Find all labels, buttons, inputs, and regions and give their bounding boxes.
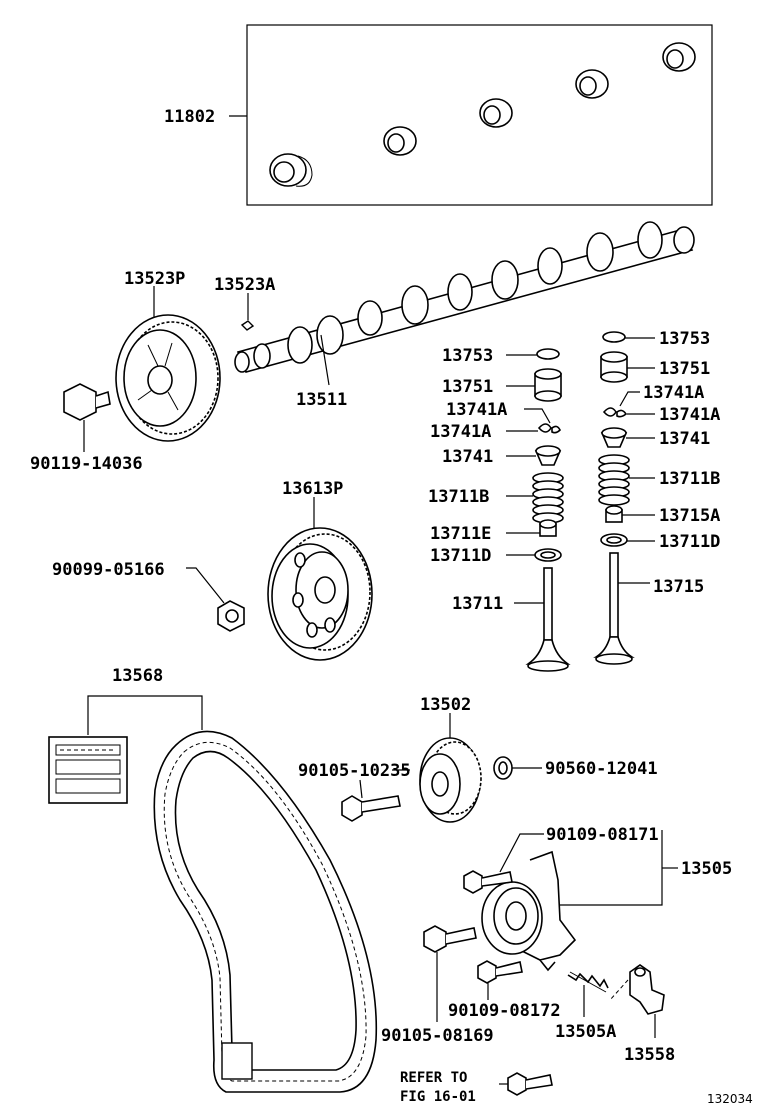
valve-seal-left[interactable] bbox=[539, 519, 557, 537]
label-13741A-left-2: 13741A bbox=[430, 422, 491, 442]
shim-left[interactable] bbox=[536, 348, 560, 360]
label-13505: 13505 bbox=[681, 859, 732, 879]
cam-timing-pulley[interactable] bbox=[115, 314, 221, 442]
label-13711D-left: 13711D bbox=[430, 546, 491, 566]
refer-bolt[interactable] bbox=[507, 1072, 553, 1096]
collar[interactable] bbox=[493, 756, 513, 780]
label-13558: 13558 bbox=[624, 1045, 675, 1065]
label-13741-left: 13741 bbox=[442, 447, 493, 467]
belt-cross-section[interactable] bbox=[48, 736, 128, 804]
label-13715: 13715 bbox=[653, 577, 704, 597]
valve-spring-right[interactable] bbox=[598, 454, 630, 506]
intake-valve[interactable] bbox=[525, 567, 571, 672]
label-13751-left: 13751 bbox=[442, 377, 493, 397]
label-13505A: 13505A bbox=[555, 1022, 616, 1042]
bearing-shell-4[interactable] bbox=[575, 69, 609, 99]
label-90099-05166: 90099-05166 bbox=[52, 560, 165, 580]
timing-belt[interactable] bbox=[153, 730, 378, 1093]
tensioner-spring[interactable] bbox=[567, 971, 609, 993]
label-90105-08169: 90105-08169 bbox=[381, 1026, 494, 1046]
label-90109-08171: 90109-08171 bbox=[546, 825, 659, 845]
label-11802: 11802 bbox=[164, 107, 215, 127]
label-90109-08172: 90109-08172 bbox=[448, 1001, 561, 1021]
pulley-bolt-90105[interactable] bbox=[341, 795, 401, 822]
label-13568: 13568 bbox=[112, 666, 163, 686]
keeper-right[interactable] bbox=[602, 407, 617, 417]
bearing-shell-1[interactable] bbox=[269, 153, 313, 187]
keeper-left[interactable] bbox=[537, 423, 552, 433]
refer-fig-label: FIG 16-01 bbox=[400, 1089, 476, 1105]
label-13711D-right: 13711D bbox=[659, 532, 720, 552]
label-13523P: 13523P bbox=[124, 269, 185, 289]
valve-stack-left bbox=[506, 348, 571, 672]
label-13753-left: 13753 bbox=[442, 346, 493, 366]
refer-to-label: REFER TO bbox=[400, 1070, 467, 1086]
label-13751-right: 13751 bbox=[659, 359, 710, 379]
valve-spring-left[interactable] bbox=[532, 472, 564, 524]
label-13715A: 13715A bbox=[659, 506, 720, 526]
valve-stack-right bbox=[593, 331, 655, 665]
tensioner-assembly[interactable] bbox=[481, 850, 577, 972]
tensioner-bracket[interactable] bbox=[629, 964, 665, 1015]
bearing-set-box bbox=[229, 24, 713, 206]
pulley-nut[interactable] bbox=[217, 600, 245, 632]
label-13711E: 13711E bbox=[430, 524, 491, 544]
camshaft[interactable] bbox=[234, 221, 695, 373]
figure-number: 132034 bbox=[707, 1092, 753, 1106]
lifter-left[interactable] bbox=[534, 368, 562, 402]
tensioner-pulley-13502[interactable] bbox=[419, 737, 482, 823]
label-13741A-right-2: 13741A bbox=[659, 405, 720, 425]
label-90560-12041: 90560-12041 bbox=[545, 759, 658, 779]
valve-seal-right[interactable] bbox=[605, 505, 623, 523]
shim-right[interactable] bbox=[602, 331, 626, 343]
bearing-shell-5[interactable] bbox=[662, 42, 696, 72]
idler-pulley-13613P[interactable] bbox=[267, 527, 373, 661]
bolt-90109-08171[interactable] bbox=[463, 870, 513, 894]
label-90105-10235: 90105-10235 bbox=[298, 761, 411, 781]
label-13741-right: 13741 bbox=[659, 429, 710, 449]
label-13741A-right-1: 13741A bbox=[643, 383, 704, 403]
pulley-key[interactable] bbox=[240, 320, 255, 331]
label-13711: 13711 bbox=[452, 594, 503, 614]
label-13523A: 13523A bbox=[214, 275, 275, 295]
label-13753-right: 13753 bbox=[659, 329, 710, 349]
bolt-90105-08169[interactable] bbox=[423, 925, 477, 953]
lifter-right[interactable] bbox=[600, 351, 628, 383]
label-13502: 13502 bbox=[420, 695, 471, 715]
label-13711B-right: 13711B bbox=[659, 469, 720, 489]
pulley-bolt[interactable] bbox=[63, 383, 111, 421]
label-13613P: 13613P bbox=[282, 479, 343, 499]
label-13511: 13511 bbox=[296, 390, 347, 410]
bolt-90109-08172[interactable] bbox=[477, 960, 523, 984]
label-90119-14036: 90119-14036 bbox=[30, 454, 143, 474]
bearing-shell-3[interactable] bbox=[479, 98, 513, 128]
label-13741A-left-1: 13741A bbox=[446, 400, 507, 420]
label-13711B-left: 13711B bbox=[428, 487, 489, 507]
bearing-shell-2[interactable] bbox=[383, 126, 417, 156]
exhaust-valve[interactable] bbox=[593, 552, 635, 665]
